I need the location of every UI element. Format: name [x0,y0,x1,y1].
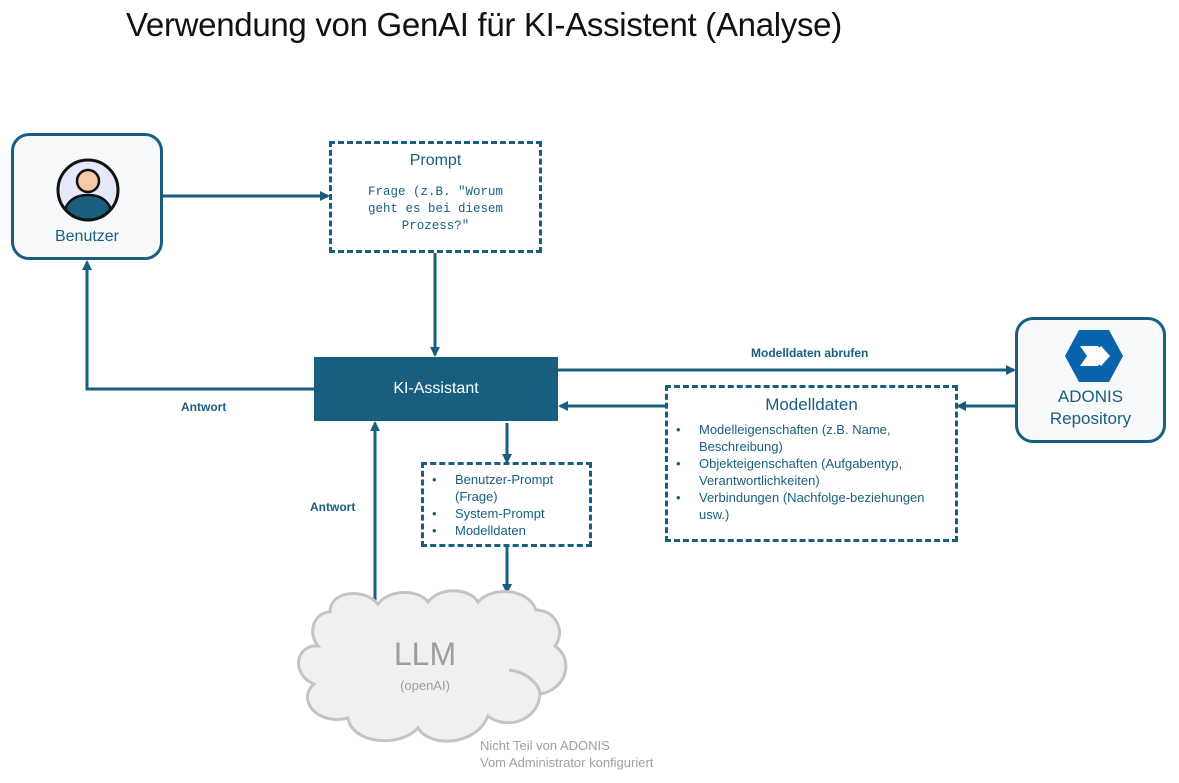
llm-sublabel: (openAI) [400,678,450,693]
user-avatar-icon [56,158,120,222]
llm-label: LLM [393,636,457,672]
llm-cloud[interactable] [297,589,568,743]
llm-note-line1: Nicht Teil von ADONIS [480,738,610,753]
prompt-box[interactable]: Prompt Frage (z.B. "Worum geht es bei di… [329,141,542,253]
edge-assistant-to-user [82,260,314,391]
list-item: Objekteigenschaften (Aufgabentyp, Verant… [668,455,947,489]
adonis-logo-icon [1065,330,1123,382]
prompt-title: Prompt [409,152,462,169]
edge-label-answer-llm: Antwort [310,500,356,514]
llm-input-list: Benutzer-Prompt (Frage) System-Prompt Mo… [424,471,583,539]
user-label: Benutzer [54,228,120,245]
modelldaten-box[interactable]: Modelldaten Modelleigenschaften (z.B. Na… [665,385,958,542]
repository-label-line2: Repository [1049,409,1132,428]
assistant-label: KI-Assistant [393,380,479,397]
modelldaten-title: Modelldaten [765,395,858,414]
assistant-node[interactable]: KI-Assistant [314,357,558,421]
list-item: System-Prompt [424,505,583,522]
modelldaten-list: Modelleigenschaften (z.B. Name, Beschrei… [668,421,947,523]
repository-label-line1: ADONIS [1057,387,1124,406]
prompt-body: Frage (z.B. "Worum geht es bei diesem Pr… [367,185,504,233]
llm-input-box[interactable]: Benutzer-Prompt (Frage) System-Prompt Mo… [421,462,592,547]
llm-note-line2: Vom Administrator konfiguriert [480,755,654,770]
list-item: Modelleigenschaften (z.B. Name, Beschrei… [668,421,947,455]
edge-label-answer-user: Antwort [181,400,227,414]
repository-node[interactable]: ADONIS Repository [1015,317,1166,443]
edge-label-fetch: Modelldaten abrufen [751,346,869,360]
page-title: Verwendung von GenAI für KI-Assistent (A… [126,6,842,43]
list-item: Verbindungen (Nachfolge-beziehungen usw.… [668,489,947,523]
list-item: Modelldaten [424,522,583,539]
user-node[interactable]: Benutzer [11,133,163,260]
llm-note: Nicht Teil von ADONIS Vom Administrator … [480,737,653,771]
list-item: Benutzer-Prompt (Frage) [424,471,583,505]
